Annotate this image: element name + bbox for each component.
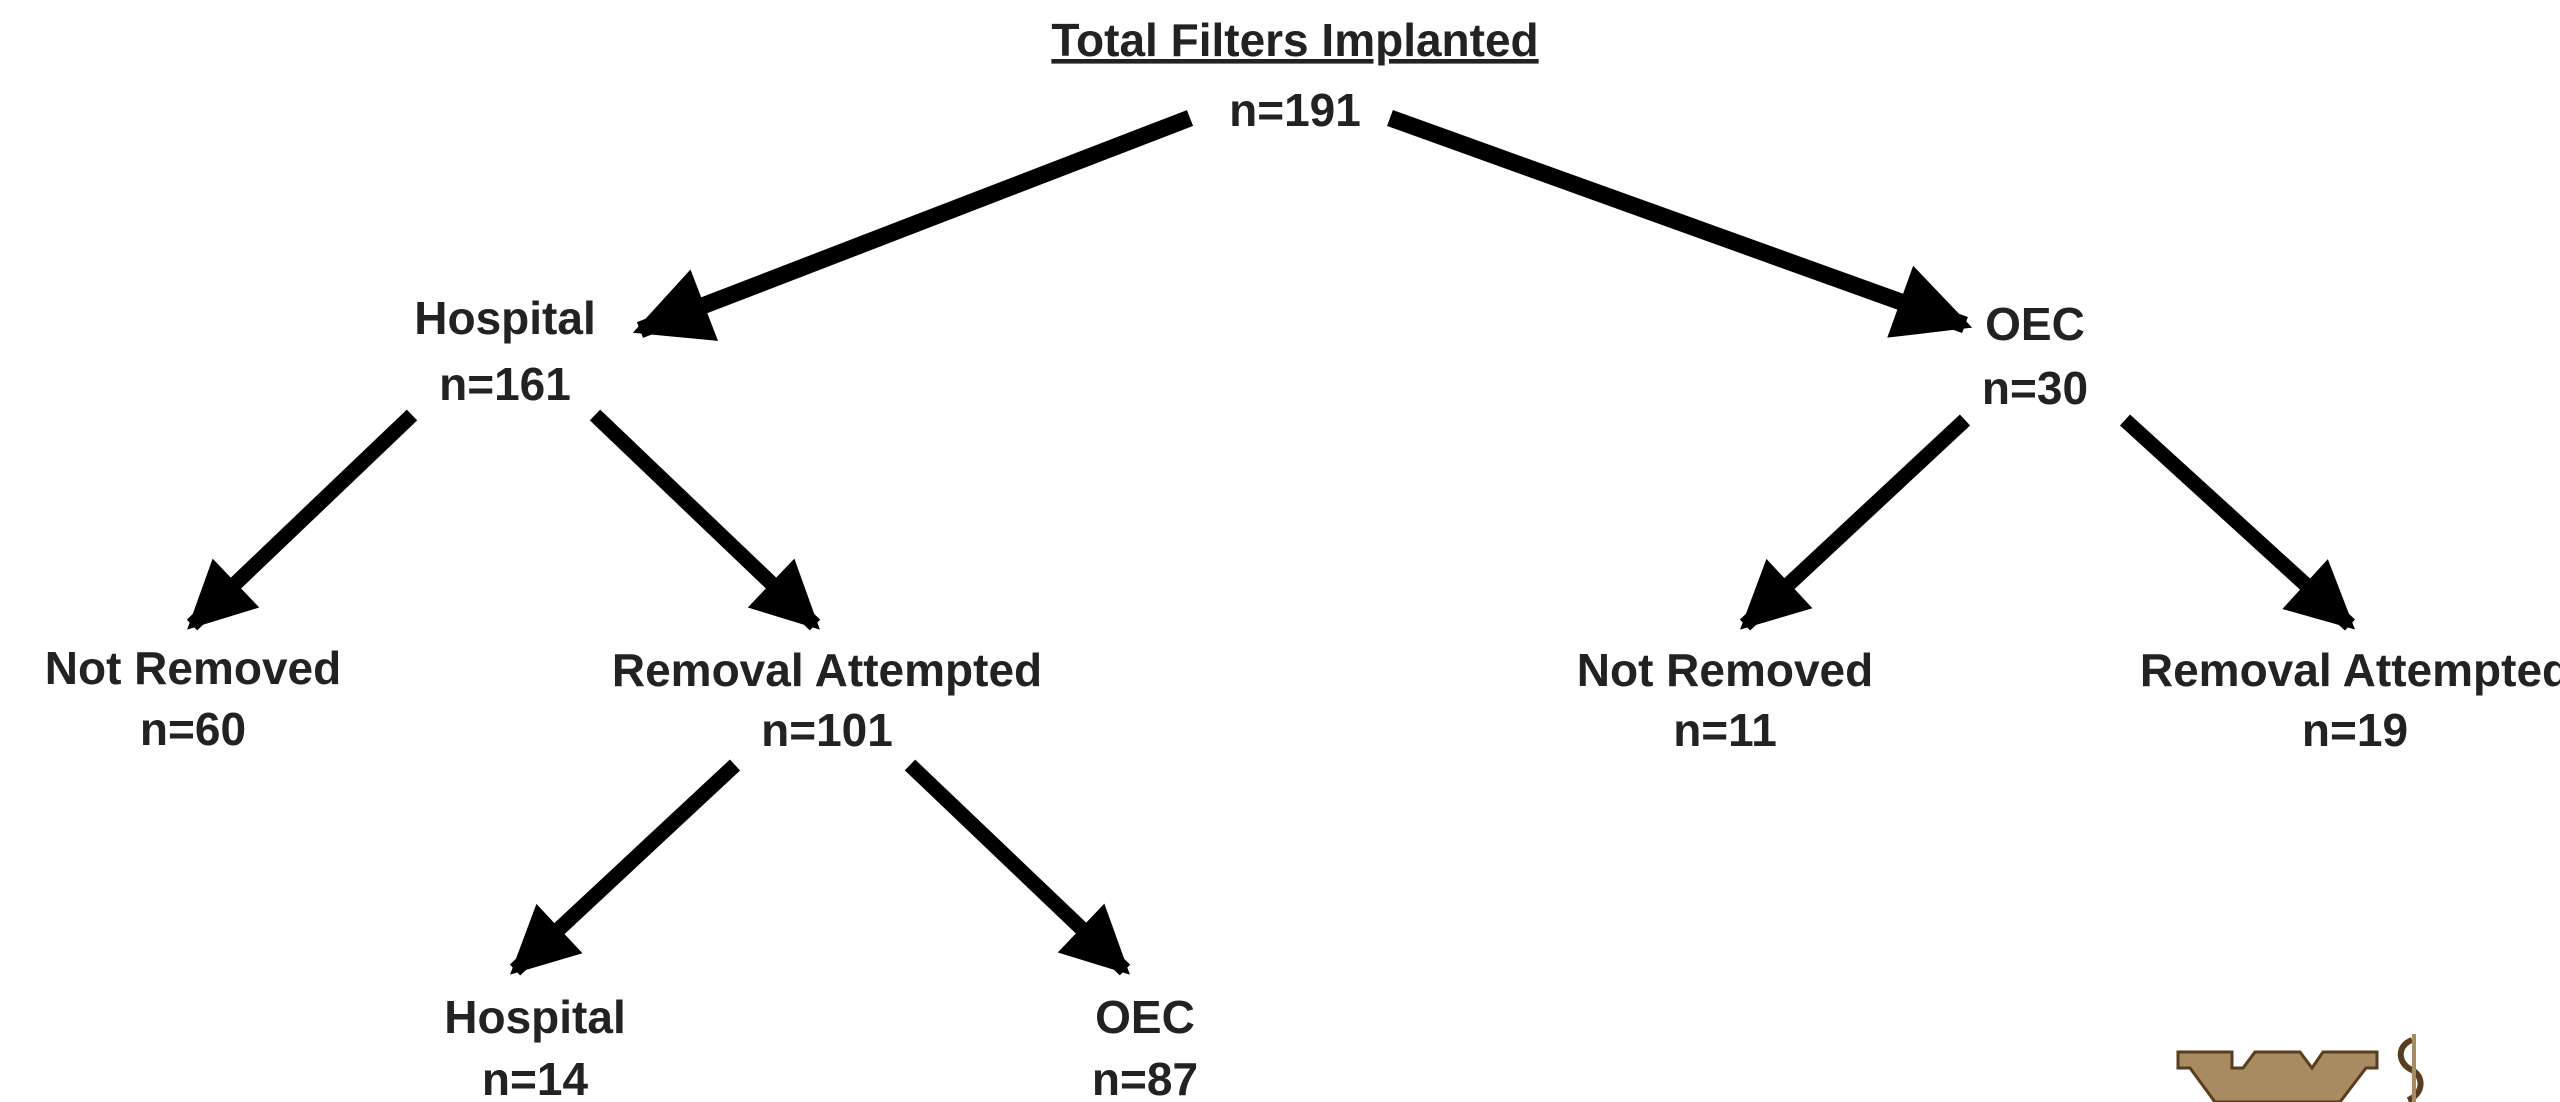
- att-oec-count: n=87: [1092, 1053, 1198, 1102]
- arrow-hospital-to-not-removed: [186, 409, 418, 631]
- hosp-not-removed-count: n=60: [140, 703, 246, 755]
- hosp-not-removed-title: Not Removed: [45, 642, 341, 694]
- institution-logo-icon: [2176, 1034, 2424, 1102]
- node-hospital-not-removed: Not Removed n=60: [45, 642, 341, 755]
- oec-attempted-count: n=19: [2302, 704, 2408, 756]
- oec-not-removed-count: n=11: [1673, 704, 1777, 756]
- arrows: [186, 110, 2356, 976]
- arrow-oec-to-removal-attempted: [2119, 414, 2356, 631]
- node-oec-not-removed: Not Removed n=11: [1577, 644, 1873, 756]
- att-hospital-title: Hospital: [444, 991, 625, 1043]
- hosp-attempted-count: n=101: [761, 704, 893, 756]
- hospital-title: Hospital: [414, 292, 595, 344]
- arrow-root-to-oec: [1387, 110, 1973, 338]
- node-attempted-oec: OEC n=87: [1092, 991, 1198, 1102]
- att-hospital-count: n=14: [482, 1053, 589, 1102]
- node-root: Total Filters Implanted n=191: [1051, 14, 1538, 136]
- hospital-count: n=161: [439, 358, 571, 410]
- oec-count: n=30: [1982, 362, 2088, 414]
- oec-attempted-title: Removal Attempted: [2140, 644, 2560, 696]
- node-oec-removal-attempted: Removal Attempted n=19: [2140, 644, 2560, 756]
- arrow-oec-to-not-removed: [1739, 414, 1971, 631]
- root-title: Total Filters Implanted: [1051, 14, 1538, 66]
- oec-title: OEC: [1985, 298, 2085, 350]
- oec-not-removed-title: Not Removed: [1577, 644, 1873, 696]
- arrow-attempted-to-oec: [904, 759, 1131, 976]
- att-oec-title: OEC: [1095, 991, 1195, 1043]
- hosp-attempted-title: Removal Attempted: [612, 644, 1042, 696]
- arrow-root-to-hospital: [632, 110, 1194, 341]
- node-attempted-hospital: Hospital n=14: [444, 991, 625, 1102]
- node-hospital: Hospital n=161: [414, 292, 595, 410]
- node-hospital-removal-attempted: Removal Attempted n=101: [612, 644, 1042, 756]
- arrow-hospital-to-removal-attempted: [589, 409, 821, 631]
- node-oec: OEC n=30: [1982, 298, 2088, 414]
- arrow-attempted-to-hospital: [509, 759, 741, 976]
- root-count: n=191: [1229, 84, 1361, 136]
